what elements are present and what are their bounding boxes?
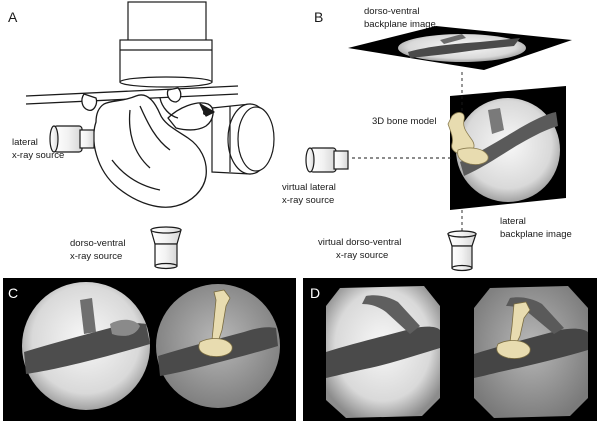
virtual-dv-source-icon: [447, 230, 477, 272]
panel-a-letter: A: [8, 9, 18, 25]
lateral-source-label: lateral x-ray source: [12, 137, 64, 161]
panel-b-letter: B: [314, 9, 323, 25]
panel-c: C: [3, 278, 296, 421]
panel-c-letter: C: [8, 285, 18, 301]
c-right-xray: [156, 284, 280, 408]
panel-b: B dorso-ventral backplane image 3D bone …: [282, 6, 572, 272]
lateral-detector-icon: [211, 103, 275, 175]
lateral-backplane-image: [450, 86, 566, 210]
panel-d-letter: D: [310, 285, 320, 301]
lateral-backplane-label: lateral backplane image: [500, 216, 572, 240]
d-left-xray: [326, 286, 440, 418]
panel-d: D: [303, 278, 597, 421]
c-left-xray: [22, 282, 150, 410]
bird-lineart: [81, 87, 215, 208]
d-right-xray: [474, 286, 588, 418]
bone-model-label: 3D bone model: [372, 116, 436, 127]
panel-a: A: [8, 1, 275, 270]
virtual-lateral-source-label: virtual lateral x-ray source: [282, 182, 339, 206]
virtual-lateral-source-icon: [305, 147, 349, 173]
dv-backplane-image: [348, 26, 572, 70]
lateral-source-icon: [49, 125, 95, 153]
projection-lines: [352, 72, 463, 232]
virtual-dv-source-label: virtual dorso-ventral x-ray source: [318, 237, 404, 261]
c-bone-overlay: [198, 289, 233, 357]
dv-backplane-label: dorso-ventral backplane image: [364, 6, 436, 30]
bone-model: [447, 112, 489, 165]
dv-source-label: dorso-ventral x-ray source: [70, 238, 128, 262]
top-detector-icon: [119, 1, 213, 88]
d-bone-overlay: [496, 301, 531, 359]
dv-source-icon: [150, 226, 182, 270]
